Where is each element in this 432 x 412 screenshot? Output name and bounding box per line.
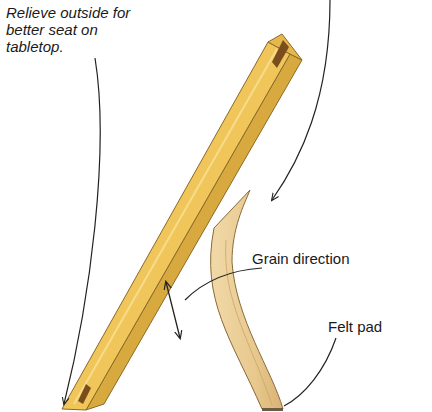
leader-line bbox=[284, 338, 336, 406]
leader-line bbox=[64, 58, 100, 404]
label-text: Relieve outside for better seat on table… bbox=[6, 4, 130, 55]
leader-line bbox=[272, 0, 330, 200]
note-text: Relieve outside for better seat on table… bbox=[6, 4, 141, 55]
groove-bottom bbox=[78, 384, 91, 404]
board-side bbox=[86, 54, 302, 410]
callout-label: Grain direction bbox=[252, 250, 392, 267]
label-text: Felt pad bbox=[328, 318, 382, 335]
board-front bbox=[62, 42, 290, 410]
groove-top bbox=[272, 40, 289, 68]
felt-pad bbox=[262, 408, 283, 411]
leg bbox=[211, 190, 283, 409]
board-highlight bbox=[74, 49, 277, 404]
label-text: Grain direction bbox=[252, 250, 350, 267]
callout-label: Felt pad bbox=[328, 318, 418, 335]
leader-line bbox=[185, 268, 262, 300]
grain-arrow bbox=[166, 282, 180, 338]
